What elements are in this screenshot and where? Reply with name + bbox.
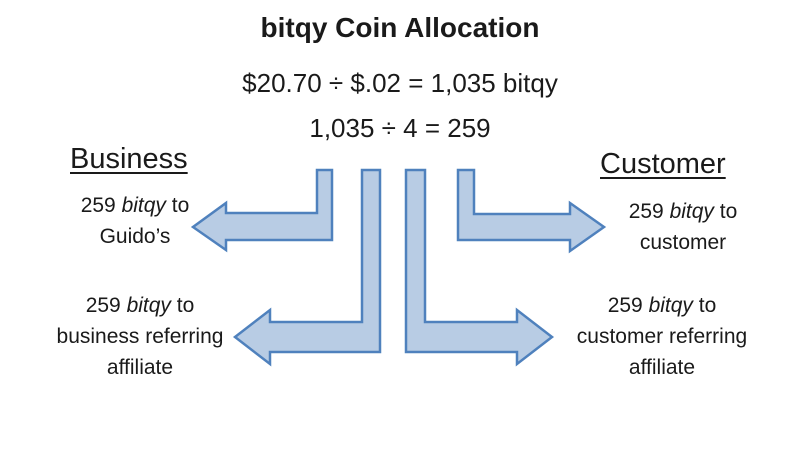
arrow-customer-icon <box>456 168 607 254</box>
division-equation: $20.70 ÷ $.02 = 1,035 bitqy <box>242 68 558 98</box>
customer-affiliate-allocation-label: 259 bitqy to customer referring affiliat… <box>576 294 748 379</box>
business-affiliate-allocation-label: 259 bitqy to business referring affiliat… <box>56 294 224 379</box>
diagram-title: bitqy Coin Allocation <box>260 12 540 43</box>
arrow-business-icon <box>190 168 334 253</box>
business-allocation-label: 259 bitqy to Guido’s <box>80 194 190 248</box>
customer-heading: Customer <box>600 148 726 180</box>
business-heading: Business <box>70 143 188 175</box>
arrow-customer-affiliate-icon <box>404 168 555 367</box>
customer-allocation-label: 259 bitqy to customer <box>628 200 738 254</box>
arrow-business-affiliate-icon <box>232 168 382 367</box>
split-equation: 1,035 ÷ 4 = 259 <box>309 113 491 143</box>
